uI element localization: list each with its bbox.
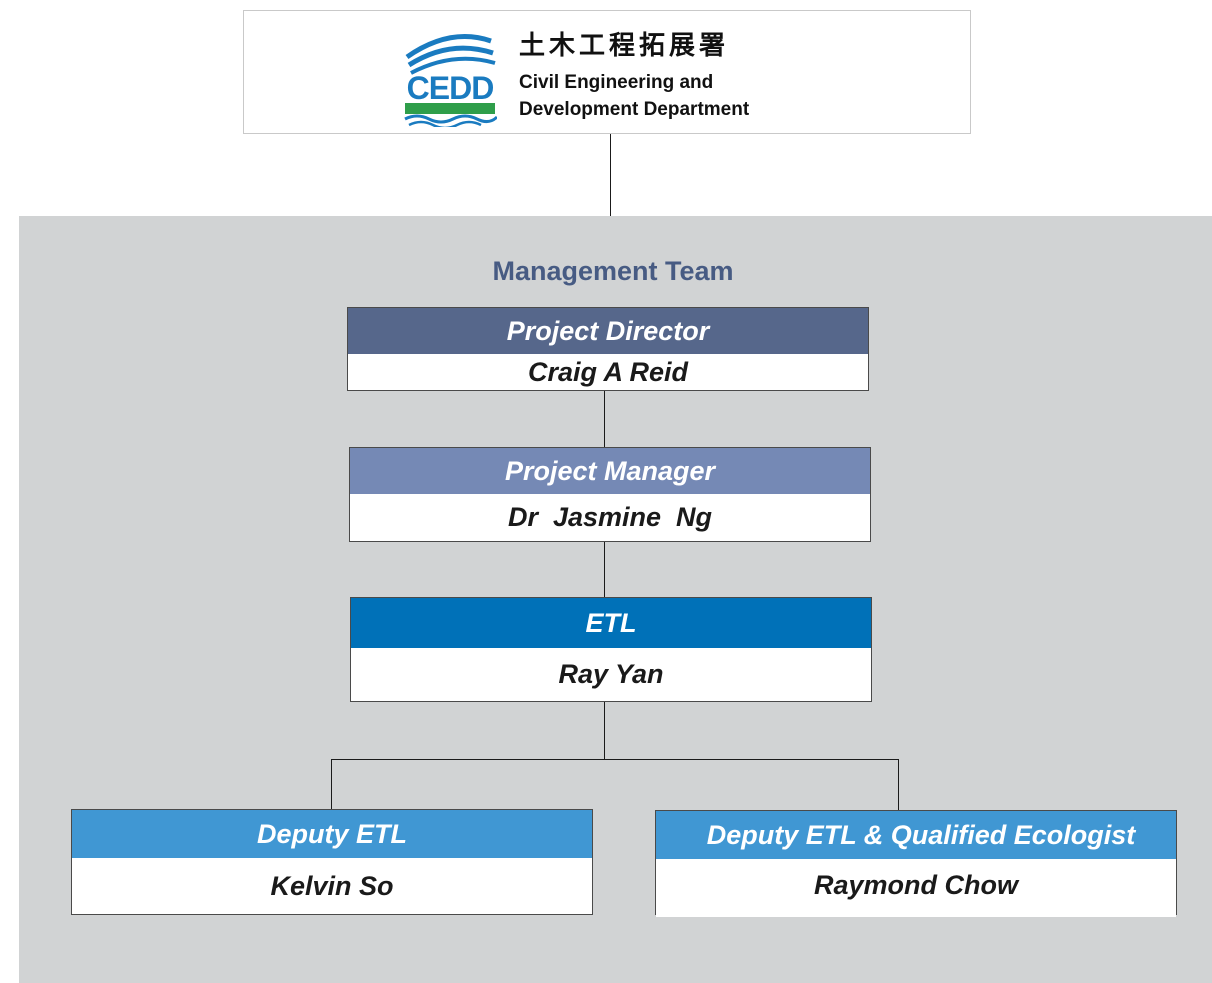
cedd-english-name-line1: Civil Engineering and (519, 72, 714, 93)
cedd-header-box: CEDD 土木工程拓展署 Civil Engineering and Devel… (243, 10, 971, 134)
management-team-title: Management Team (492, 256, 734, 286)
deputy-etl-ecologist-title: Deputy ETL & Qualified Ecologist (656, 811, 1176, 859)
etl-name: Ray Yan (351, 648, 871, 701)
connector-header-to-team (610, 134, 611, 216)
project-director-title: Project Director (348, 308, 868, 354)
connector-branch-left (331, 759, 332, 809)
deputy-etl-name: Kelvin So (72, 858, 592, 914)
project-director-name: Craig A Reid (348, 354, 868, 390)
project-manager-title: Project Manager (350, 448, 870, 494)
connector-branch-horizontal (331, 759, 899, 760)
cedd-chinese-name: 土木工程拓展署 (519, 31, 730, 61)
project-manager-name: Dr Jasmine Ng (350, 494, 870, 541)
deputy-etl-box: Deputy ETL Kelvin So (71, 809, 593, 915)
deputy-etl-ecologist-name: Raymond Chow (656, 859, 1176, 917)
cedd-english-name-line2: Development Department (519, 99, 750, 120)
etl-title: ETL (351, 598, 871, 648)
connector-etl-down (604, 702, 605, 759)
project-director-box: Project Director Craig A Reid (347, 307, 869, 391)
cedd-name-block: 土木工程拓展署 Civil Engineering and Developmen… (519, 31, 749, 123)
cedd-logo-letters: CEDD (407, 70, 494, 106)
project-manager-box: Project Manager Dr Jasmine Ng (349, 447, 871, 542)
cedd-logo: CEDD (404, 34, 497, 127)
deputy-etl-title: Deputy ETL (72, 810, 592, 858)
connector-director-to-manager (604, 391, 605, 447)
etl-box: ETL Ray Yan (350, 597, 872, 702)
connector-manager-to-etl (604, 542, 605, 597)
deputy-etl-ecologist-box: Deputy ETL & Qualified Ecologist Raymond… (655, 810, 1177, 917)
connector-branch-right (898, 759, 899, 810)
